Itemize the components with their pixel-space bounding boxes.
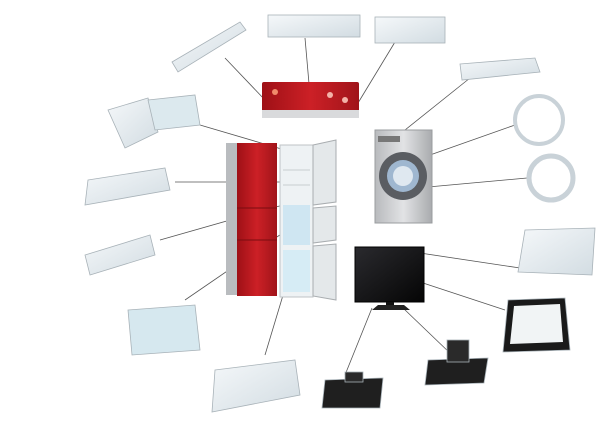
- door-shelf-part: [84, 234, 156, 276]
- leader-lines: [159, 37, 528, 376]
- light-cover-part: [171, 21, 247, 73]
- bottle-bin-part: [107, 97, 159, 149]
- parts: [84, 14, 596, 413]
- back-cover-part: [517, 227, 596, 276]
- door-ring-part: [513, 94, 565, 146]
- control-panel-part: [459, 57, 541, 81]
- ac-panel-part: [374, 16, 446, 44]
- television: [354, 246, 425, 310]
- tv-stand-part: [321, 377, 384, 409]
- bin-part: [147, 94, 201, 131]
- air-conditioner: [262, 82, 359, 118]
- ac-grille-part: [267, 14, 361, 38]
- washing-machine: [374, 129, 433, 224]
- drawer-part: [211, 359, 301, 413]
- door-window-part: [526, 153, 576, 203]
- glass-shelf-part: [84, 167, 171, 206]
- refrigerator: [226, 139, 337, 301]
- crisper-part: [127, 304, 201, 356]
